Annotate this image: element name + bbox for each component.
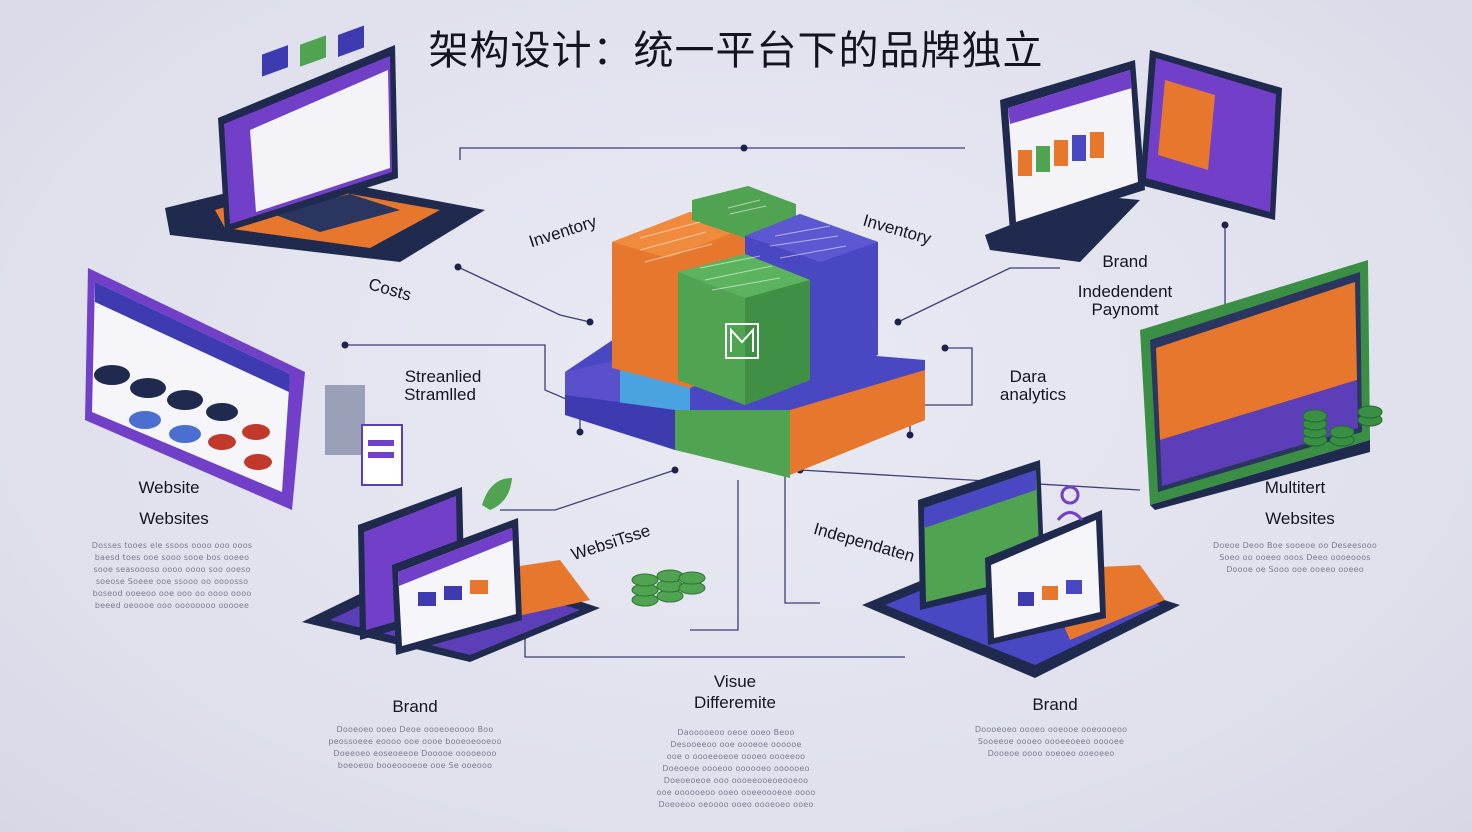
label-multitenant-2: Websites xyxy=(1265,509,1335,528)
label-independent-payment-1: Indedendent xyxy=(1077,282,1173,301)
money-stack-center xyxy=(631,569,706,607)
label-streamlined-1: Streanlied xyxy=(404,367,482,386)
monitor-left xyxy=(85,268,305,510)
line-left-down xyxy=(500,469,676,511)
line-center-down xyxy=(690,480,739,631)
label-visual-diff-2: Differemite xyxy=(694,693,776,712)
central-platform xyxy=(565,186,925,478)
laptop-top-right xyxy=(985,50,1282,262)
line-multitenant xyxy=(799,469,1141,491)
label-data-analytics-2: analytics xyxy=(999,385,1067,404)
label-brand-bottom-left: Brand xyxy=(392,697,438,716)
money-stack-right xyxy=(1302,405,1383,447)
line-top xyxy=(459,147,965,160)
label-visual-diff-1: Visue xyxy=(713,672,757,691)
label-website-2: Websites xyxy=(139,509,209,528)
page-title: 架构设计：统一平台下的品牌独立 xyxy=(428,28,1044,74)
line-inventory-right xyxy=(897,267,1060,323)
leaf-icon xyxy=(482,478,512,510)
label-multitenant-1: Multitert xyxy=(1264,478,1326,497)
label-website-1: Website xyxy=(138,478,200,497)
line-costs xyxy=(457,266,591,323)
label-data-analytics-1: Dara xyxy=(1009,367,1047,386)
laptop-top-left xyxy=(165,25,485,262)
label-brand-top-right: Brand xyxy=(1102,252,1148,271)
label-independent-payment-2: Paynomt xyxy=(1091,300,1159,319)
server-stack xyxy=(325,385,403,486)
line-center-down2 xyxy=(784,470,820,604)
person-icon xyxy=(1056,485,1084,521)
label-streamlined-2: Stramlled xyxy=(404,385,476,404)
label-brand-bottom-right: Brand xyxy=(1032,695,1078,714)
laptop-bottom-left xyxy=(302,487,600,662)
laptop-bottom-right xyxy=(862,460,1180,678)
